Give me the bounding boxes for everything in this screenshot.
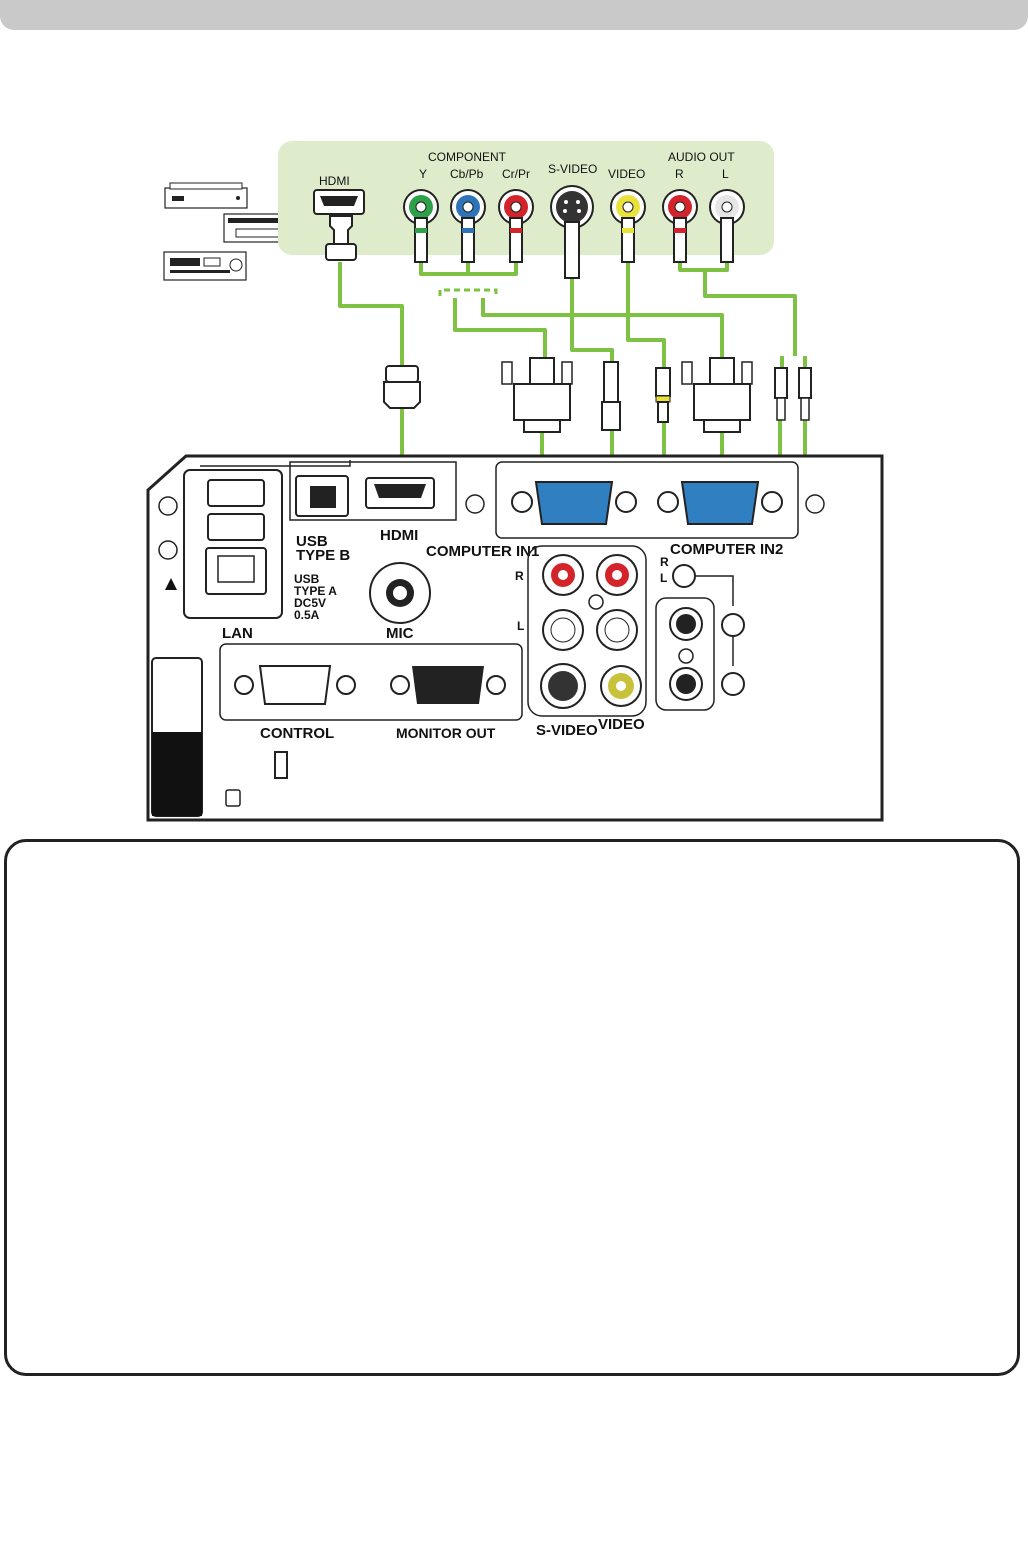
source-rca-jacks xyxy=(403,185,745,229)
usb-typea-label-1: USB xyxy=(294,572,320,586)
adapter-plugs xyxy=(383,357,812,433)
projector-rear-panel xyxy=(146,454,884,822)
security-slot xyxy=(274,751,288,779)
computer-in1-port xyxy=(511,481,637,525)
hdmi-input-label: HDMI xyxy=(380,527,418,544)
av-receiver-icon xyxy=(163,251,247,281)
monitor-out-label: MONITOR OUT xyxy=(396,725,496,741)
cable-component-in2 xyxy=(481,298,724,360)
source-svideo-label: S-VIDEO xyxy=(548,162,597,176)
computer-in2-port xyxy=(657,481,783,525)
connection-diagram: HDMI COMPONENT Y Cb/Pb Cr/Pr S-VIDEO VID… xyxy=(146,141,884,822)
control-label: CONTROL xyxy=(260,725,334,742)
usb-typeb-label-1: USB xyxy=(296,533,328,550)
source-y-label: Y xyxy=(419,167,427,181)
cable-hdmi xyxy=(338,262,404,366)
header-bar xyxy=(0,0,1028,30)
source-component-label: COMPONENT xyxy=(428,150,507,164)
usb-typeb-label-2: TYPE B xyxy=(296,547,350,564)
video-label: VIDEO xyxy=(598,716,645,733)
audio-in-l-label: L xyxy=(517,619,524,633)
source-audio-r-label: R xyxy=(675,167,684,181)
source-audio-out-label: AUDIO OUT xyxy=(668,150,735,164)
source-audio-l-label: L xyxy=(722,167,729,181)
av-input-jacks xyxy=(540,554,642,709)
audio-in2-jacks xyxy=(669,564,745,701)
svideo-label: S-VIDEO xyxy=(536,722,598,739)
audio-in-r-label: R xyxy=(515,569,524,583)
usb-a-port-1 xyxy=(207,479,265,507)
control-port xyxy=(234,665,356,705)
cable-audio xyxy=(703,270,797,356)
usb-typea-label-3: DC5V xyxy=(294,596,326,610)
source-hdmi-label: HDMI xyxy=(319,174,350,188)
source-plugs xyxy=(325,215,734,279)
note-box xyxy=(4,839,1020,1376)
cable-svideo xyxy=(570,275,614,362)
usb-typea-label-4: 0.5A xyxy=(294,608,320,622)
monitor-out-port xyxy=(390,666,506,704)
computer-in1-label: COMPUTER IN1 xyxy=(426,543,539,560)
usb-a-port-2 xyxy=(207,513,265,541)
computer-in2-label: COMPUTER IN2 xyxy=(670,541,783,558)
usb-typea-label-2: TYPE A xyxy=(294,584,337,598)
lan-port xyxy=(205,547,267,595)
dvd-player-icon xyxy=(164,182,248,209)
source-video-label: VIDEO xyxy=(608,167,645,181)
source-cbpb-label: Cb/Pb xyxy=(450,167,484,181)
kensington-lock-icon xyxy=(225,789,241,807)
cable-video xyxy=(626,262,666,368)
audio-in2-l-label: L xyxy=(660,571,667,585)
mic-label: MIC xyxy=(386,625,414,642)
audio-in2-r-label: R xyxy=(660,555,669,569)
source-crpr-label: Cr/Pr xyxy=(502,167,530,181)
lan-label: LAN xyxy=(222,625,253,642)
cable-component-in1 xyxy=(453,298,547,360)
